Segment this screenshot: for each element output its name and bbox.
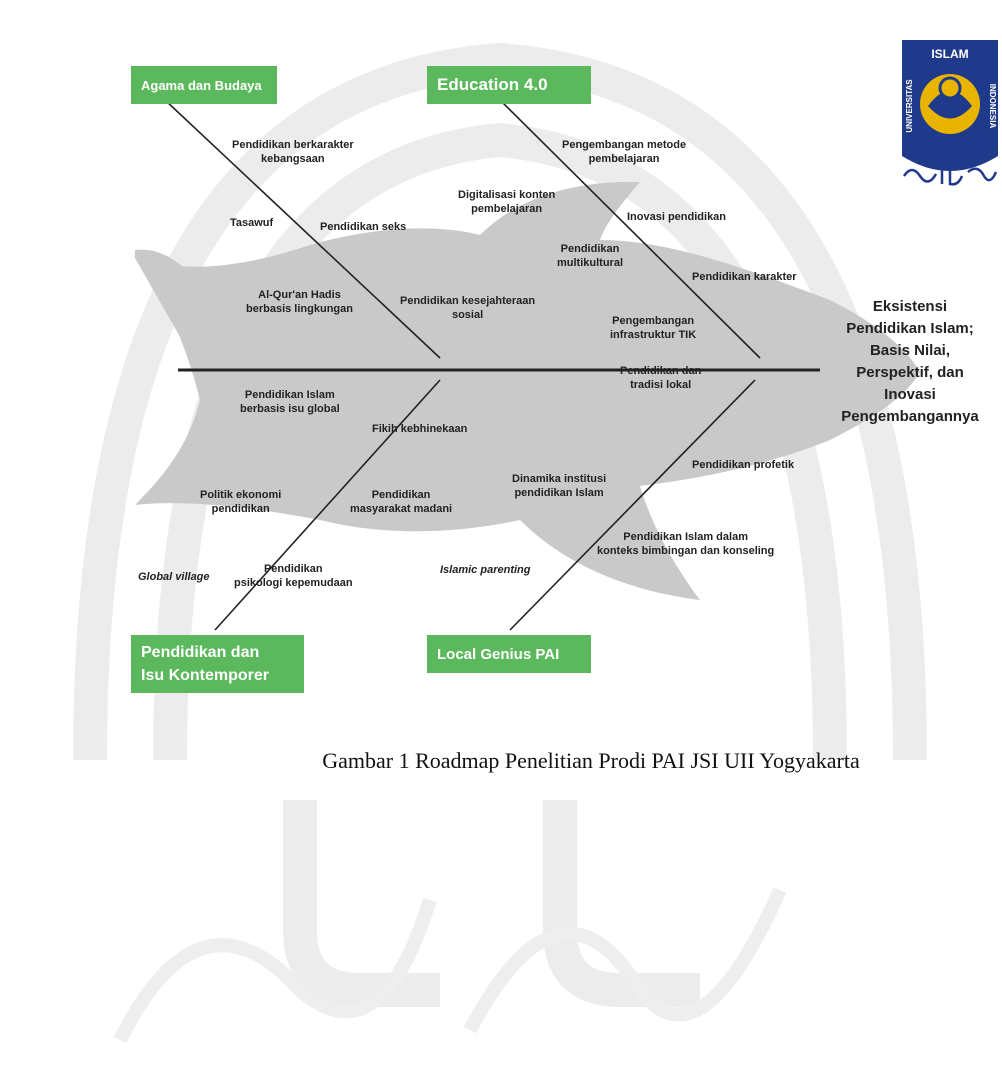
logo-arabic-script [902, 164, 998, 186]
cause-label: Global village [138, 571, 210, 583]
cause-label: Pengembangan metode pembelajaran [562, 139, 687, 165]
cause-label: Al-Qur'an Hadis berbasis lingkungan [246, 289, 353, 315]
cause-label: Pendidikan berkarakter kebangsaan [232, 139, 354, 165]
category-agama-dan-budaya: Agama dan Budaya [131, 66, 277, 104]
cause-label: Pendidikan seks [320, 221, 407, 233]
category-label: Education 4.0 [437, 75, 548, 94]
logo-left-text: UNIVERSITAS [905, 79, 914, 133]
fish-body-shape [135, 181, 920, 600]
logo-top-text: ISLAM [931, 47, 968, 61]
category-label: Local Genius PAI [437, 645, 560, 663]
cause-label: Pendidikan psikologi kepemudaan [234, 563, 353, 589]
logo-right-text: INDONESIA [988, 84, 997, 129]
cause-label: Pendidikan profetik [692, 459, 795, 471]
bone-local [509, 379, 756, 631]
cause-label: Tasawuf [230, 217, 274, 229]
cause-label: Pendidikan dan tradisi lokal [620, 365, 702, 391]
category-local-genius-pai: Local Genius PAI [427, 635, 591, 673]
cause-label: Inovasi pendidikan [627, 211, 727, 223]
cause-label: Dinamika institusi pendidikan Islam [512, 473, 607, 499]
bone-agama [164, 99, 441, 359]
cause-label: Islamic parenting [440, 564, 531, 576]
cause-label: Pendidikan Islam berbasis isu global [240, 389, 340, 415]
university-logo: ISLAM UNIVERSITAS INDONESIA [902, 40, 998, 186]
category-education-4-0: Education 4.0 [427, 66, 591, 104]
category-label: Agama dan Budaya [141, 77, 262, 93]
fish-tail-top [135, 249, 210, 372]
cause-label: Digitalisasi konten pembelajaran [458, 189, 556, 215]
caption-text: Gambar 1 Roadmap Penelitian Prodi PAI JS… [322, 748, 860, 773]
cause-label: Pendidikan karakter [692, 271, 797, 283]
cause-label: Fikih kebhinekaan [372, 423, 468, 435]
cause-label: Pendidikan kesejahteraan sosial [400, 295, 536, 321]
figure-caption: Gambar 1 Roadmap Penelitian Prodi PAI JS… [0, 748, 1002, 774]
cause-label: Pendidikan multikultural [557, 243, 624, 269]
cause-label: Politik ekonomi pendidikan [200, 489, 282, 515]
effect-label: Eksistensi Pendidikan Islam; Basis Nilai… [841, 298, 979, 425]
cause-label: Pendidikan masyarakat madani [350, 489, 453, 515]
bone-kontemporer [214, 379, 441, 631]
bone-education [499, 99, 761, 359]
category-label: Pendidikan dan Isu Kontemporer [141, 644, 270, 684]
category-pendidikan-dan-isu-kontemporer: Pendidikan dan Isu Kontemporer [131, 635, 304, 693]
cause-label: Pengembangan infrastruktur TIK [610, 315, 697, 341]
cause-label: Pendidikan Islam dalam konteks bimbingan… [597, 531, 775, 557]
